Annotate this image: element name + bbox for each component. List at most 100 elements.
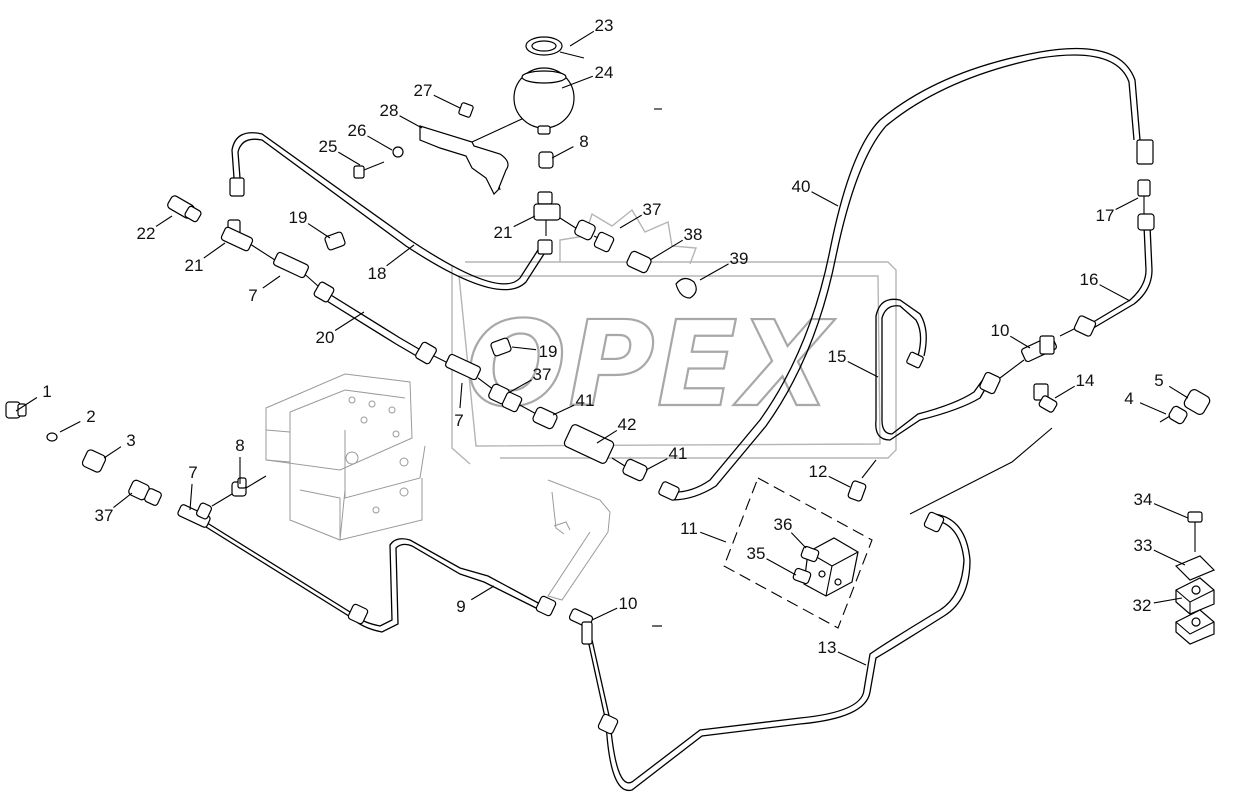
callout-number: 16	[1080, 270, 1099, 289]
part-36-fitting	[800, 545, 820, 563]
part-5-nut	[1183, 389, 1211, 415]
parts	[5, 36, 1216, 735]
callout-23: 23	[569, 16, 614, 47]
callout-38: 38	[649, 225, 702, 261]
callout-10: 10	[991, 321, 1031, 349]
callout-20: 20	[316, 311, 365, 347]
callout-26: 26	[348, 121, 393, 151]
part-28-bracket	[419, 125, 509, 196]
callout-28: 28	[380, 101, 423, 129]
part-39-cap	[675, 277, 697, 299]
leader-line	[828, 475, 851, 488]
leader-line	[511, 346, 537, 351]
callout-24: 24	[561, 63, 614, 89]
part-25-bolt	[353, 165, 365, 179]
callout-7: 7	[188, 463, 198, 511]
watermark: OPEX	[451, 208, 897, 465]
leader-line	[619, 214, 642, 229]
leader-line	[367, 135, 393, 151]
callout-number: 8	[235, 436, 244, 455]
callout-42: 42	[596, 415, 636, 444]
callout-35: 35	[747, 544, 797, 576]
callout-37: 37	[95, 492, 133, 525]
callout-number: 4	[1124, 389, 1133, 408]
callout-22: 22	[137, 215, 173, 243]
part-32-clamp	[1175, 577, 1215, 615]
leader-line	[470, 585, 495, 601]
leader-line	[509, 379, 532, 393]
part-37-nut	[574, 219, 596, 241]
callout-number: 37	[533, 365, 552, 384]
callout-number: 36	[774, 515, 793, 534]
callout-10: 10	[591, 594, 638, 621]
part-11-valve-block	[803, 537, 859, 597]
callout-number: 7	[454, 411, 463, 430]
part-4-adapter	[1168, 405, 1188, 425]
callout-number: 41	[669, 444, 688, 463]
callout-number: 12	[809, 462, 828, 481]
callout-number: 21	[185, 256, 204, 275]
part-8-adapter	[538, 151, 554, 169]
leader-line	[1099, 284, 1131, 302]
callout-8: 8	[235, 436, 245, 484]
callout-number: 34	[1134, 490, 1153, 509]
leader-line	[561, 75, 593, 89]
callout-40: 40	[792, 177, 839, 207]
leader-line	[1153, 549, 1186, 566]
part-12-fitting	[847, 480, 867, 502]
valve-block-ghost	[265, 373, 426, 541]
callout-number: 21	[494, 223, 513, 242]
callout-number: 1	[42, 382, 51, 401]
callout-34: 34	[1134, 490, 1189, 519]
leader-line	[203, 242, 226, 259]
callout-number: 10	[619, 594, 638, 613]
callout-19: 19	[289, 208, 331, 239]
callout-number: 41	[576, 391, 595, 410]
leader-line	[399, 115, 423, 129]
callout-14: 14	[1054, 371, 1094, 399]
part-34-bolt	[1187, 511, 1203, 523]
leader-line	[790, 532, 807, 549]
leader-line	[837, 651, 867, 666]
callout-number: 18	[368, 264, 387, 283]
leader-line	[59, 421, 81, 433]
pipes	[195, 47, 1153, 792]
callout-number: 3	[126, 431, 135, 450]
leader-line	[569, 30, 595, 47]
part-17-adapter	[1137, 179, 1151, 197]
part-11-assembly-frame	[723, 477, 873, 629]
callout-number: 17	[1096, 206, 1115, 225]
part-26-washer	[392, 146, 404, 158]
leader-line	[338, 151, 361, 166]
part-41-adapter	[532, 406, 558, 430]
callout-number: 24	[595, 63, 614, 82]
callout-number: 9	[456, 597, 465, 616]
leader-line	[1168, 385, 1189, 399]
part-2-seal	[46, 432, 58, 442]
leader-line	[847, 360, 879, 378]
callout-8: 8	[551, 132, 589, 159]
leader-line	[433, 94, 461, 109]
callout-number: 15	[828, 347, 847, 366]
leader-line	[1139, 402, 1167, 415]
callout-number: 19	[289, 208, 308, 227]
callout-number: 10	[991, 321, 1010, 340]
callout-number: 28	[380, 101, 399, 120]
part-19-plug	[324, 231, 346, 251]
part-42-check-valve	[563, 424, 615, 464]
leader-line	[551, 146, 574, 159]
leader-line	[552, 404, 575, 416]
callout-7: 7	[248, 275, 281, 305]
part-21-tee	[537, 191, 553, 205]
callout-number: 35	[747, 544, 766, 563]
leader-line	[386, 244, 415, 267]
callout-9: 9	[456, 585, 495, 616]
callout-number: 40	[792, 177, 811, 196]
callout-number: 39	[730, 249, 749, 268]
callout-number: 5	[1154, 371, 1163, 390]
leader-line	[334, 311, 365, 331]
callout-2: 2	[59, 407, 96, 433]
callout-number: 23	[595, 16, 614, 35]
part-40-hose-end	[1136, 139, 1154, 165]
leader-line	[1010, 335, 1031, 349]
